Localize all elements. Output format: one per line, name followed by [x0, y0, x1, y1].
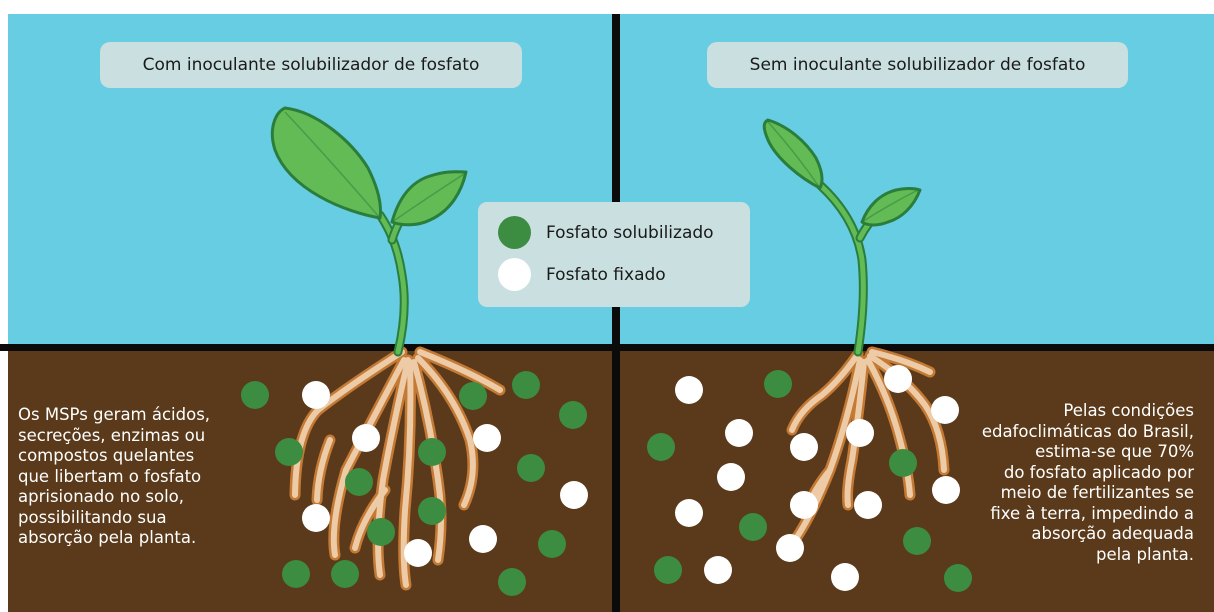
legend-label: Fosfato solubilizado: [546, 223, 714, 243]
fixed-phosphate-dot: [790, 491, 818, 519]
solubilized-phosphate-dot: [367, 518, 395, 546]
fixed-phosphate-dot: [675, 376, 703, 404]
legend-item-fixed: Fosfato fixado: [498, 258, 666, 291]
solubilized-phosphate-dot: [889, 449, 917, 477]
plant-right: [764, 120, 944, 540]
solubilized-phosphate-dot: [345, 468, 373, 496]
solubilized-phosphate-dot: [538, 530, 566, 558]
solubilized-phosphate-dot: [459, 382, 487, 410]
solubilized-phosphate-dot: [559, 401, 587, 429]
root-core: [317, 440, 330, 500]
solubilized-phosphate-dot: [739, 513, 767, 541]
solubilized-phosphate-dot: [647, 433, 675, 461]
fixed-phosphate-dot: [725, 419, 753, 447]
fixed-phosphate-dot: [704, 556, 732, 584]
panel-title-left: Com inoculante solubilizador de fosfato: [100, 42, 522, 88]
solubilized-phosphate-dot: [275, 438, 303, 466]
fixed-phosphate-dot: [352, 424, 380, 452]
fixed-phosphate-dot: [884, 365, 912, 393]
description-left: Os MSPs geram ácidos, secreções, enzimas…: [18, 405, 258, 549]
description-right: Pelas condições edafoclimáticas do Brasi…: [940, 401, 1194, 565]
solubilized-phosphate-dot: [512, 371, 540, 399]
solubilized-phosphate-dot: [654, 556, 682, 584]
fixed-phosphate-dot: [302, 504, 330, 532]
solubilized-phosphate-dot: [764, 370, 792, 398]
legend: Fosfato solubilizado Fosfato fixado: [478, 202, 750, 307]
fixed-phosphate-dot: [790, 433, 818, 461]
solubilized-phosphate-dot: [517, 454, 545, 482]
solubilized-phosphate-dot: [331, 560, 359, 588]
fixed-phosphate-dot: [717, 463, 745, 491]
fixed-phosphate-dot: [560, 481, 588, 509]
fixed-phosphate-dot: [469, 525, 497, 553]
solubilized-phosphate-dot: [944, 564, 972, 592]
solubilized-phosphate-dot: [498, 568, 526, 596]
legend-label: Fosfato fixado: [546, 265, 666, 285]
fixed-phosphate-dot: [404, 539, 432, 567]
fixed-phosphate-dot: [776, 534, 804, 562]
solubilized-phosphate-dot: [282, 560, 310, 588]
fixed-phosphate-dot: [473, 424, 501, 452]
legend-item-solubilized: Fosfato solubilizado: [498, 216, 714, 249]
fixed-phosphate-dot: [854, 491, 882, 519]
solubilized-phosphate-dot: [903, 527, 931, 555]
leaf-left-big: [272, 108, 380, 218]
fixed-phosphate-dot: [846, 419, 874, 447]
fixed-phosphate-dot: [831, 563, 859, 591]
solubilized-phosphate-dot: [418, 438, 446, 466]
fixed-phosphate-dot: [675, 499, 703, 527]
solubilized-phosphate-dot: [418, 497, 446, 525]
white-circle-icon: [498, 258, 531, 291]
panel-title-right: Sem inoculante solubilizador de fosfato: [707, 42, 1128, 88]
fixed-phosphate-dot: [302, 381, 330, 409]
green-circle-icon: [498, 216, 531, 249]
